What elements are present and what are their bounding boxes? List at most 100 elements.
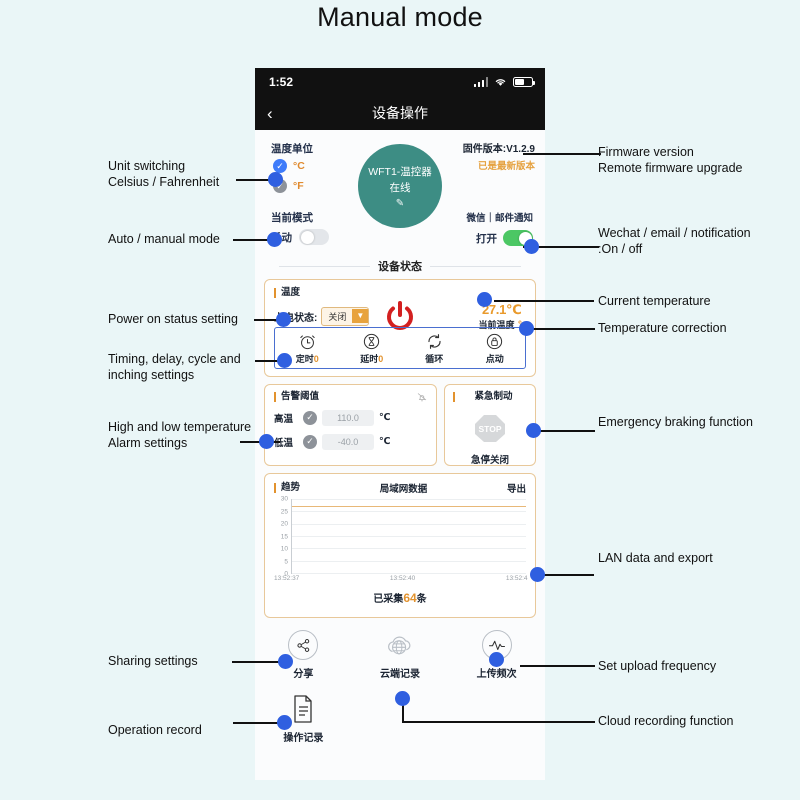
annotation-high-low-alarm: High and low temperature Alarm settings	[108, 420, 252, 450]
timer-item-cycle[interactable]: 循环	[425, 332, 444, 365]
bottom-item-label: 上传频次	[476, 669, 517, 680]
chart-card-title: 趋势	[274, 483, 300, 493]
leader-line	[402, 700, 404, 723]
estop-card-title: 紧急制动	[453, 392, 527, 402]
signal-icon	[473, 77, 488, 87]
cloud-globe-icon	[385, 630, 415, 660]
chart-y-tick: 10	[280, 545, 288, 553]
timer-label: 循环	[425, 353, 444, 364]
callout-dot	[524, 239, 539, 254]
check-icon[interactable]: ✓	[303, 434, 317, 449]
chart-y-tick: 25	[280, 508, 288, 515]
current-temperature-value: 27.1℃	[481, 302, 522, 317]
timer-label: 定时	[295, 353, 314, 364]
timer-item-inching[interactable]: 点动	[485, 332, 504, 365]
alarm-row-unit: ℃	[379, 436, 391, 447]
callout-dot	[477, 292, 492, 307]
alarm-estop-row: 告警阈值 高温 ✓ 110.0 ℃ 低温 ✓ -40.0 ℃ 紧	[264, 384, 536, 466]
leader-line	[236, 179, 276, 181]
chart-gridline	[292, 523, 526, 525]
document-icon	[291, 694, 315, 724]
chart-y-tick: 30	[280, 495, 288, 503]
callout-dot	[526, 423, 541, 438]
annotation-unit-switching: Unit switching Celsius / Fahrenheit	[108, 159, 220, 189]
notify-label: 打开	[476, 232, 497, 245]
callout-dot	[268, 172, 283, 187]
annotation-firmware-version: Firmware version Remote firmware upgrade	[598, 145, 743, 175]
export-button[interactable]: 导出	[506, 484, 526, 495]
current-temperature-caption: 当前温度	[478, 320, 515, 330]
stop-sign-icon[interactable]: STOP	[453, 412, 527, 449]
collected-count: 64	[403, 591, 417, 605]
lock-icon	[485, 332, 504, 351]
back-button[interactable]: ‹	[267, 103, 273, 123]
bell-muted-icon[interactable]	[416, 391, 428, 406]
notify-block: 微信｜邮件通知 打开	[466, 210, 533, 246]
leader-line	[233, 722, 291, 724]
alarm-row-label: 高温	[274, 413, 294, 425]
phone-mockup: 1:52 ‹ 设备操作 温度单位 ✓ °C ✓ °F	[255, 68, 545, 780]
top-panel: 温度单位 ✓ °C ✓ °F 当前模式 手动 WFT1-温控器 在线 ✎ 固件版…	[255, 130, 545, 256]
callout-dot	[277, 715, 292, 730]
device-status-circle[interactable]: WFT1-温控器 在线 ✎	[358, 144, 442, 228]
leader-line	[542, 574, 594, 576]
share-icon	[288, 630, 319, 660]
bottom-item-label: 分享	[293, 669, 314, 680]
annotation-lan-data-export: LAN data and export	[598, 551, 713, 565]
timer-item-scheduled[interactable]: 定时0	[296, 332, 319, 365]
callout-dot	[278, 654, 293, 669]
callout-dot	[395, 691, 410, 706]
check-icon[interactable]: ✓	[303, 410, 317, 425]
temperature-card: 温度 上电状态: 关闭 ▼ 27.1℃ 当前温度 ✎	[264, 279, 536, 377]
temperature-card-title: 温度	[274, 288, 526, 298]
firmware-note: 已是最新版本	[477, 161, 535, 172]
page-title: Manual mode	[317, 2, 483, 32]
leader-line	[233, 239, 275, 241]
chart-gridline	[292, 511, 526, 513]
bottom-item-cloud-record[interactable]: 云端记录	[352, 630, 449, 680]
chevron-down-icon: ▼	[352, 309, 369, 323]
timer-item-delay[interactable]: 延时0	[360, 332, 383, 365]
leader-line	[402, 721, 595, 723]
annotation-timing-delay-cycle: Timing, delay, cycle and inching setting…	[108, 352, 241, 382]
device-status: 在线	[389, 181, 411, 194]
alarm-row-label: 低温	[274, 437, 294, 449]
chart-series-line	[292, 506, 526, 508]
bottom-item-share[interactable]: 分享	[255, 630, 352, 680]
power-state-row: 上电状态: 关闭 ▼	[274, 306, 526, 326]
leader-line	[540, 430, 595, 432]
leader-line	[533, 328, 595, 330]
timer-value: 0	[378, 353, 384, 364]
unit-option-label: °C	[293, 160, 305, 172]
cycle-icon	[425, 332, 444, 351]
bottom-item-operation-record[interactable]: 操作记录	[255, 694, 352, 744]
bottom-icon-row-2: 操作记录	[255, 694, 545, 744]
firmware-block[interactable]: 固件版本:V1.2.9 已是最新版本	[463, 140, 535, 172]
callout-dot	[277, 353, 292, 368]
annotation-set-upload-frequency: Set upload frequency	[598, 659, 717, 673]
estop-label: 急停关闭	[470, 454, 509, 466]
unit-option-celsius[interactable]: ✓ °C	[273, 159, 305, 173]
leader-line	[494, 300, 594, 302]
annotation-power-on-status: Power on status setting	[108, 312, 238, 326]
leader-line	[520, 665, 595, 667]
edit-icon[interactable]: ✎	[395, 197, 405, 209]
nav-title: 设备操作	[372, 105, 428, 121]
leader-line	[523, 246, 599, 248]
timer-settings-bar: 定时0 延时0 循环	[274, 327, 526, 369]
power-state-select[interactable]: 关闭 ▼	[321, 306, 370, 326]
alarm-low-input[interactable]: -40.0	[322, 433, 374, 450]
unit-section-title: 温度单位	[271, 143, 313, 155]
annotation-current-temperature: Current temperature	[598, 294, 711, 308]
timer-value: 0	[313, 353, 319, 364]
alarm-high-input[interactable]: 110.0	[322, 409, 374, 426]
chart-y-tick: 15	[280, 533, 288, 540]
callout-dot	[530, 567, 545, 582]
chart-y-tick: 0	[284, 570, 288, 578]
callout-dot	[519, 321, 534, 336]
mode-toggle[interactable]	[299, 229, 329, 245]
leader-line	[255, 360, 288, 362]
